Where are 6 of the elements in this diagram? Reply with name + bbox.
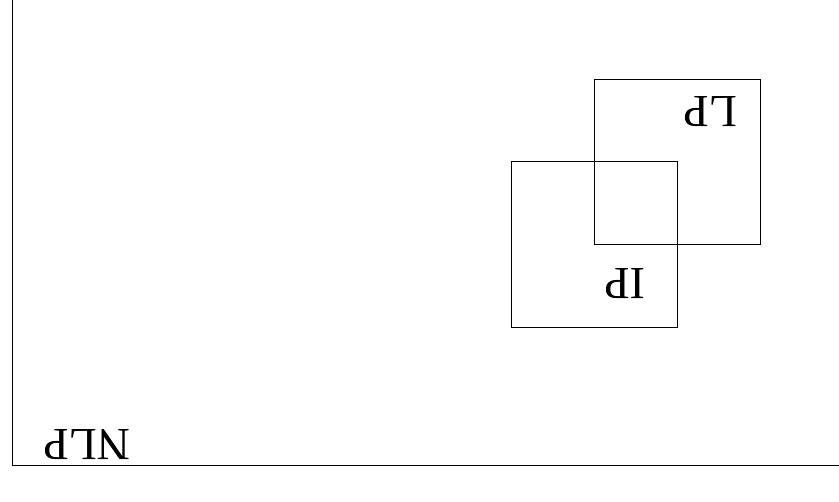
set-label: IP [604, 260, 645, 306]
set-square [594, 79, 761, 245]
set-frame [12, 0, 839, 466]
set-label: NLP [43, 421, 130, 467]
set-label: LP [683, 88, 737, 134]
set-square [511, 161, 678, 328]
